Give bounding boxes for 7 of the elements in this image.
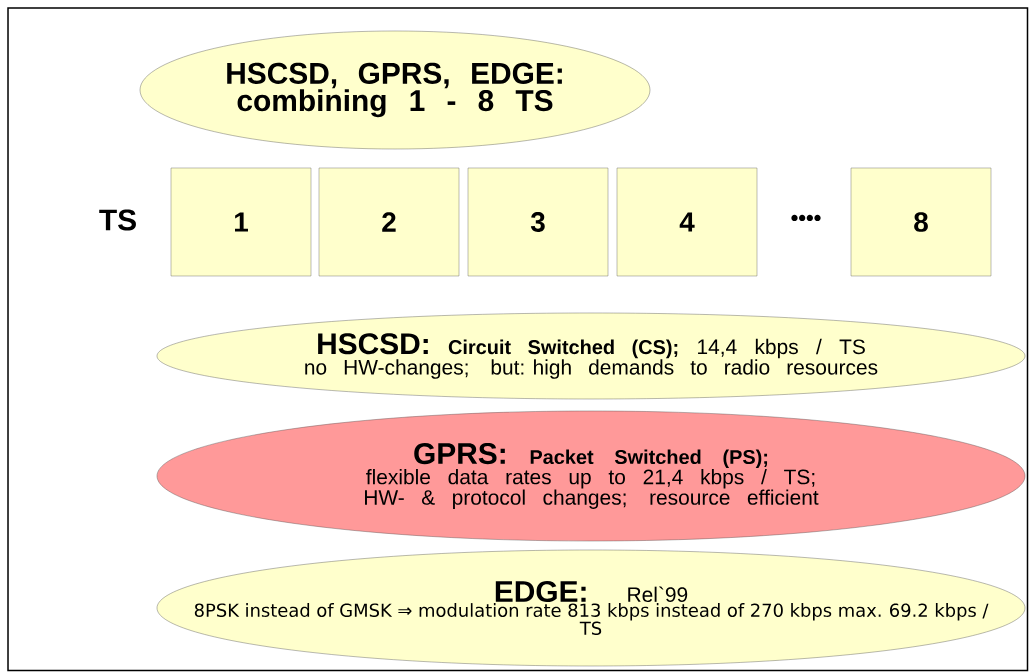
time-slot-box: 2 bbox=[318, 167, 460, 277]
ellipsis: •••• bbox=[791, 214, 821, 222]
time-slot-box: 1 bbox=[170, 167, 312, 277]
axis-label: TS bbox=[99, 209, 136, 231]
time-slot-box: 3 bbox=[467, 167, 609, 277]
time-slot-box: 8 bbox=[850, 167, 992, 277]
time-slot-box: 4 bbox=[616, 167, 758, 277]
